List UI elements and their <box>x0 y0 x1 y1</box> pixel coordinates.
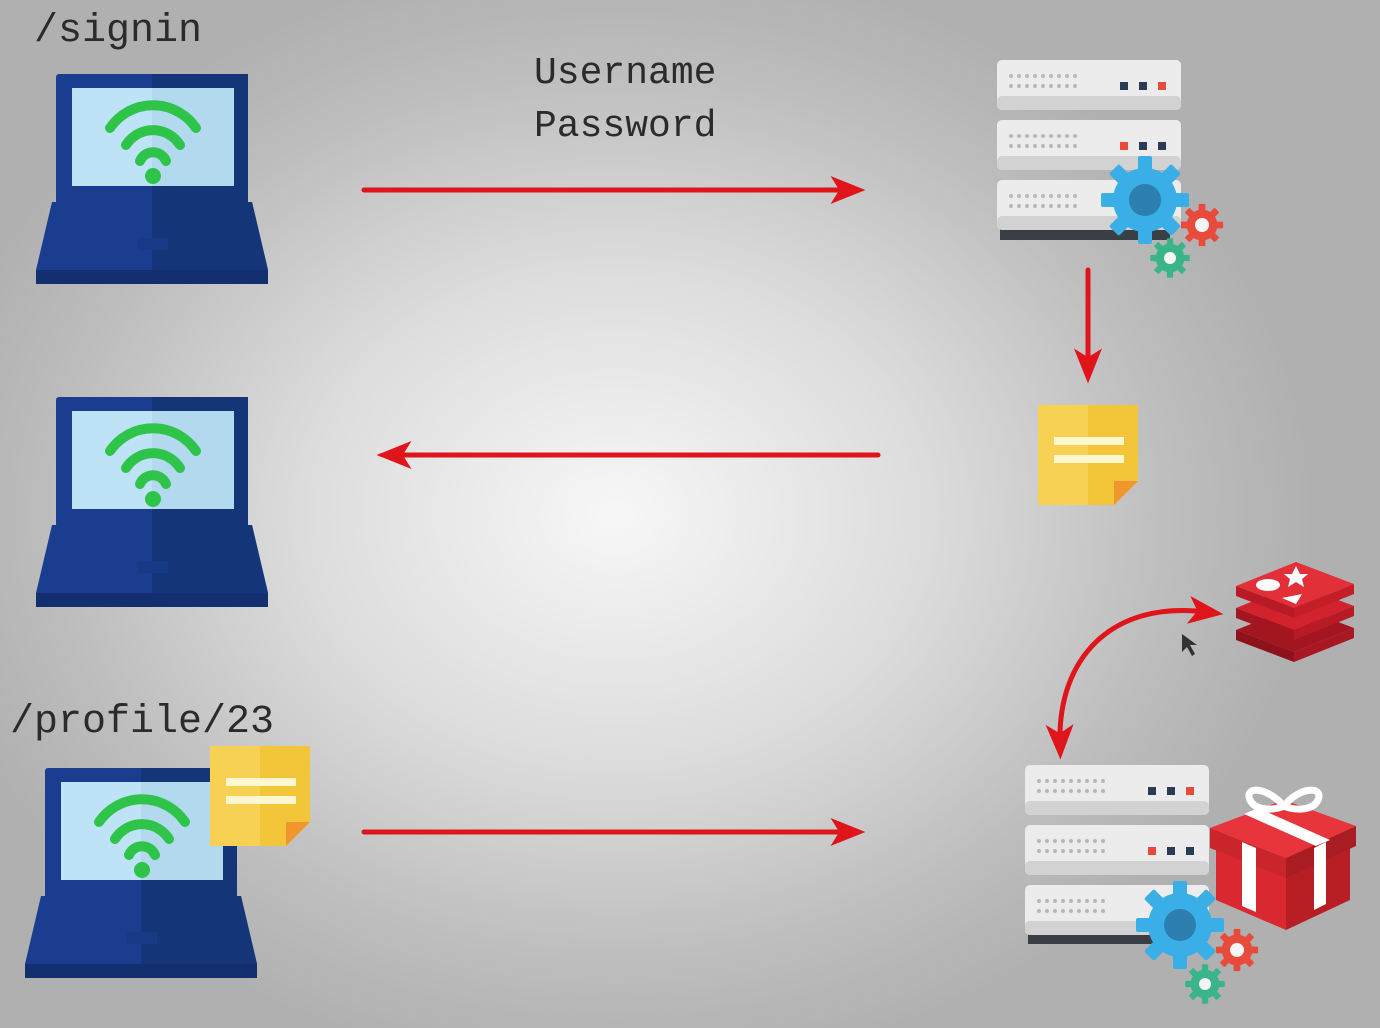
token-note-on-laptop-icon <box>210 746 310 846</box>
token-sticky-note-icon <box>1038 405 1138 505</box>
redis-icon <box>1236 562 1354 662</box>
redis-lookup-arrow-icon <box>1045 595 1224 760</box>
signin-path-label: /signin <box>34 9 203 54</box>
client-laptop-signin-icon <box>36 74 268 284</box>
auth-server-icon <box>997 60 1224 278</box>
client-laptop-token-icon <box>36 397 268 607</box>
cursor-icon <box>1182 634 1197 656</box>
username-label: Username <box>534 52 717 95</box>
profile-path-label: /profile/23 <box>10 700 275 745</box>
gift-icon <box>1210 786 1356 930</box>
password-label: Password <box>534 105 717 148</box>
